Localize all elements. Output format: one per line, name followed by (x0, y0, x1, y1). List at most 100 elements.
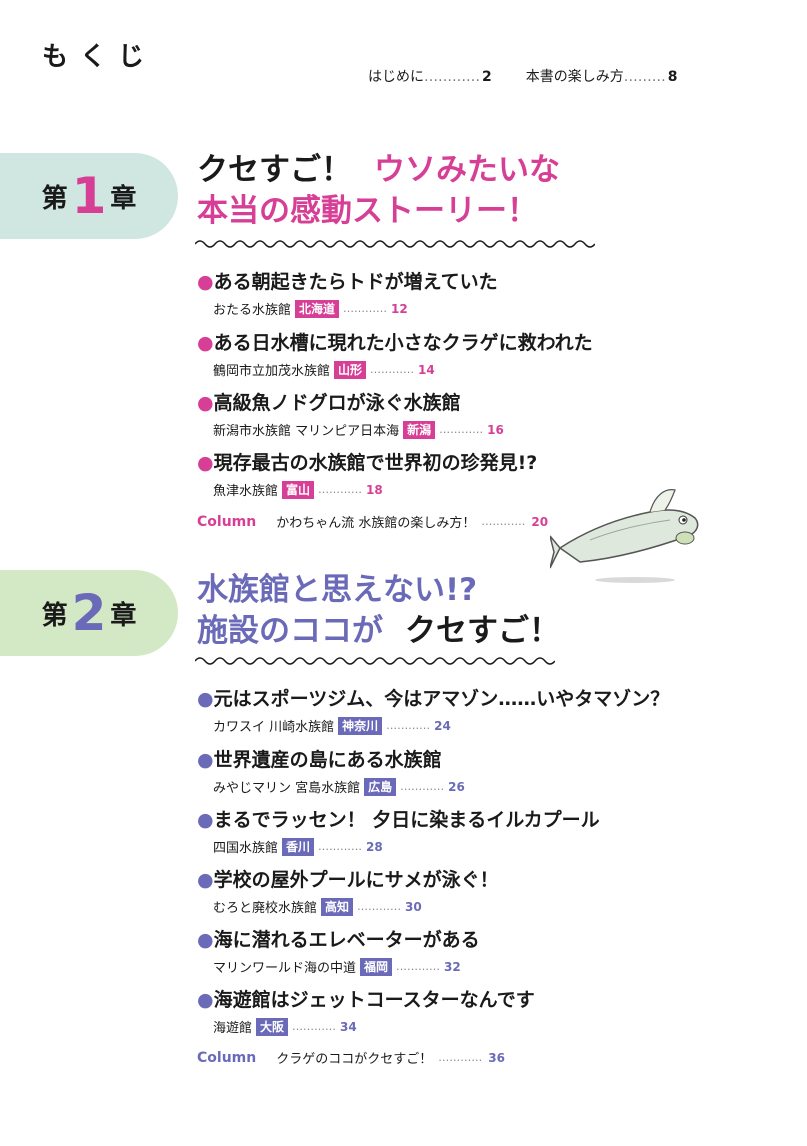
chapter-1-heading: クセすご！ ウソみたいな 本当の感動ストーリー！ (197, 150, 560, 232)
page-number: 20 (531, 514, 549, 529)
prefecture-badge: 福岡 (360, 957, 393, 976)
page-number: 32 (444, 959, 461, 974)
dot-leader: ……… (623, 69, 666, 85)
chapter-number: 1 (71, 167, 107, 225)
heading-part: 施設のココが (197, 613, 383, 650)
toc-entry-introduction[interactable]: はじめに…………2 (368, 66, 492, 86)
chapter-2-heading: 水族館と思えない!? 施設のココがクセすご！ (197, 570, 560, 652)
toc-entry[interactable]: ●元はスポーツジム、今はアマゾン……いやタマゾン？ カワスイ 川崎水族館神奈川…… (197, 684, 669, 735)
bullet-icon: ● (197, 749, 214, 771)
prefecture-badge: 高知 (321, 897, 354, 916)
page-number: 36 (488, 1050, 505, 1065)
wavy-divider (195, 657, 555, 665)
entry-title: 世界遺産の島にある水族館 (213, 749, 442, 771)
aquarium-name: 魚津水族館 (213, 484, 279, 499)
bullet-icon: ● (197, 392, 214, 414)
page-number: 34 (340, 1019, 357, 1034)
prefecture-badge: 北海道 (295, 299, 340, 318)
aquarium-name: 鶴岡市立加茂水族館 (213, 364, 331, 379)
prefecture-badge: 新潟 (403, 420, 436, 439)
bullet-icon: ● (197, 688, 214, 710)
page-number: 28 (366, 839, 383, 854)
toc-entry[interactable]: ●海遊館はジェットコースターなんです 海遊館大阪…………34 (197, 985, 535, 1036)
column-title: クラゲのココがクセすご！ (276, 1052, 433, 1067)
toc-entry-how-to-enjoy[interactable]: 本書の楽しみ方………8 (526, 66, 678, 86)
prefecture-badge: 香川 (282, 837, 315, 856)
entry-title: まるでラッセン！ 夕日に染まるイルカプール (213, 809, 600, 831)
chapter-prefix: 第 (41, 183, 68, 214)
aquarium-name: みやじマリン 宮島水族館 (213, 781, 361, 796)
heading-part: ウソみたいな (374, 152, 560, 188)
aquarium-name: カワスイ 川崎水族館 (213, 720, 335, 735)
column-title: かわちゃん流 水族館の楽しみ方！ (276, 516, 476, 531)
entry-title: 海に潜れるエレベーターがある (213, 929, 480, 951)
page-number: 12 (391, 301, 408, 316)
toc-entry[interactable]: ●現存最古の水族館で世界初の珍発見!? 魚津水族館富山…………18 (197, 448, 537, 499)
toc-label: はじめに (368, 69, 424, 85)
bullet-icon: ● (197, 809, 214, 831)
aquarium-name: おたる水族館 (213, 303, 292, 318)
dot-leader: ………… (439, 423, 484, 436)
aquarium-name: 新潟市水族館 マリンピア日本海 (213, 424, 400, 439)
chapter-1-tab: 第 1 章 (0, 153, 178, 239)
entry-title: 海遊館はジェットコースターなんです (213, 989, 535, 1011)
dot-leader: ………… (396, 960, 441, 973)
dot-leader: ………… (343, 302, 388, 315)
column-label: Column (197, 513, 257, 530)
toc-entry[interactable]: ●まるでラッセン！ 夕日に染まるイルカプール 四国水族館香川…………28 (197, 805, 600, 856)
heading-part: クセすご！ (197, 152, 352, 188)
bullet-icon: ● (197, 869, 214, 891)
toc-entry[interactable]: ●ある朝起きたらトドが増えていた おたる水族館北海道…………12 (197, 267, 498, 318)
chapter-suffix: 章 (110, 183, 137, 214)
page-number: 16 (487, 422, 504, 437)
chapter-suffix: 章 (110, 600, 137, 631)
bullet-icon: ● (197, 271, 214, 293)
toc-entry[interactable]: ●高級魚ノドグロが泳ぐ水族館 新潟市水族館 マリンピア日本海新潟…………16 (197, 388, 504, 439)
front-matter-links: はじめに…………2 本書の楽しみ方………8 (368, 66, 678, 86)
bullet-icon: ● (197, 452, 214, 474)
bullet-icon: ● (197, 989, 214, 1011)
dot-leader: ………… (481, 515, 526, 528)
entry-title: ある日水槽に現れた小さなクラゲに救われた (213, 332, 593, 354)
page-number: 14 (418, 362, 435, 377)
column-entry[interactable]: Column クラゲのココがクセすご！ ………… 36 (197, 1048, 505, 1068)
dot-leader: ………… (386, 719, 431, 732)
bullet-icon: ● (197, 332, 214, 354)
heading-line: 水族館と思えない!? (197, 572, 478, 608)
prefecture-badge: 広島 (364, 777, 397, 796)
dot-leader: ………… (400, 780, 445, 793)
dot-leader: ………… (424, 69, 480, 85)
dot-leader: ………… (318, 483, 363, 496)
dot-leader: ………… (438, 1051, 483, 1064)
dot-leader: ………… (357, 900, 402, 913)
column-entry[interactable]: Column かわちゃん流 水族館の楽しみ方！ ………… 20 (197, 512, 549, 532)
column-label: Column (197, 1049, 257, 1066)
toc-label: 本書の楽しみ方 (525, 69, 624, 85)
page-title: もくじ (42, 42, 157, 72)
aquarium-name: 四国水族館 (213, 841, 279, 856)
prefecture-badge: 大阪 (256, 1017, 289, 1036)
entry-title: 高級魚ノドグロが泳ぐ水族館 (213, 392, 461, 414)
heading-part: クセすご！ (405, 613, 560, 650)
heading-line: 本当の感動ストーリー！ (197, 193, 538, 230)
chapter-number: 2 (71, 584, 107, 642)
toc-entry[interactable]: ●海に潜れるエレベーターがある マリンワールド海の中道福岡…………32 (197, 925, 480, 976)
dot-leader: ………… (318, 840, 363, 853)
page-number: 2 (482, 69, 492, 85)
bullet-icon: ● (197, 929, 214, 951)
toc-entry[interactable]: ●世界遺産の島にある水族館 みやじマリン 宮島水族館広島…………26 (197, 745, 465, 796)
prefecture-badge: 山形 (334, 360, 367, 379)
dot-leader: ………… (292, 1020, 337, 1033)
entry-title: 学校の屋外プールにサメが泳ぐ！ (213, 869, 499, 891)
toc-entry[interactable]: ●学校の屋外プールにサメが泳ぐ！ むろと廃校水族館高知…………30 (197, 865, 499, 916)
wavy-divider (195, 240, 595, 248)
aquarium-name: マリンワールド海の中道 (213, 961, 357, 976)
fish-icon (550, 489, 699, 583)
chapter-prefix: 第 (41, 600, 68, 631)
aquarium-name: 海遊館 (213, 1021, 253, 1036)
entry-title: ある朝起きたらトドが増えていた (213, 271, 498, 293)
prefecture-badge: 富山 (282, 480, 315, 499)
page-number: 8 (667, 69, 678, 85)
prefecture-badge: 神奈川 (338, 716, 383, 735)
toc-entry[interactable]: ●ある日水槽に現れた小さなクラゲに救われた 鶴岡市立加茂水族館山形…………14 (197, 328, 593, 379)
